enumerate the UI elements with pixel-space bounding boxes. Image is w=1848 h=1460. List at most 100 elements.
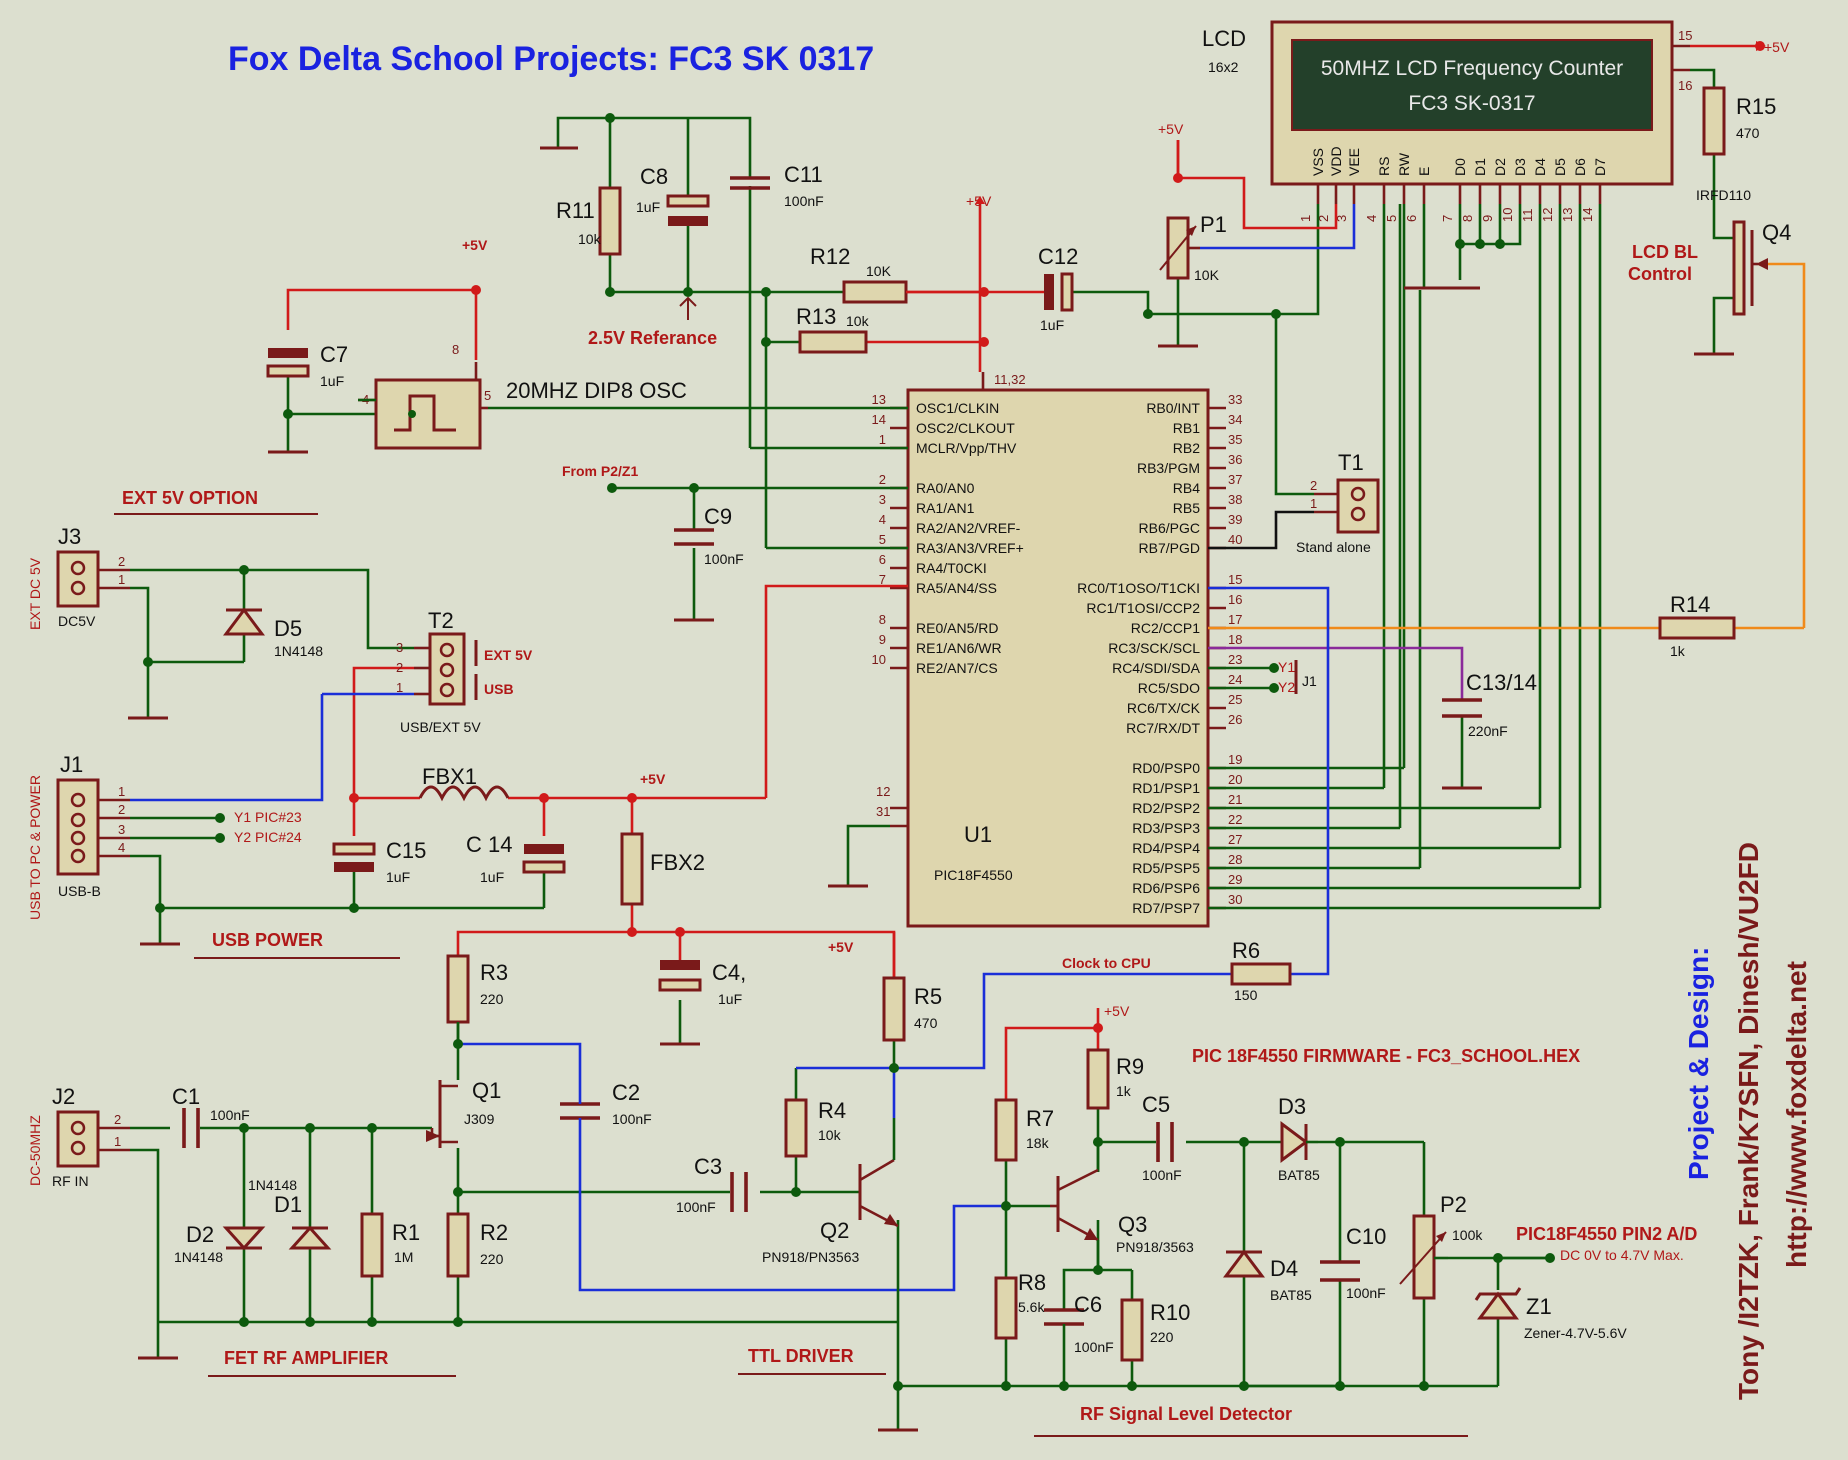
resistor-r15: R15 470 <box>1702 86 1776 156</box>
mcu-pin-name: RD7/PSP7 <box>1132 900 1200 916</box>
mcu-pin-num: 24 <box>1228 672 1242 687</box>
mcu-pin-31: 31 <box>876 804 890 819</box>
svg-text:R10: R10 <box>1150 1300 1190 1325</box>
svg-text:C3: C3 <box>694 1154 722 1179</box>
svg-text:EXT 5V: EXT 5V <box>484 647 533 663</box>
svg-text:R4: R4 <box>818 1098 846 1123</box>
lcd-pin-16: 16 <box>1678 78 1692 93</box>
svg-text:R9: R9 <box>1116 1054 1144 1079</box>
svg-text:R15: R15 <box>1736 94 1776 119</box>
svg-text:100nF: 100nF <box>1142 1167 1182 1183</box>
svg-text:100nF: 100nF <box>210 1107 250 1123</box>
lcd-pin-name: D2 <box>1492 158 1508 176</box>
svg-text:10k: 10k <box>846 313 870 329</box>
svg-text:1k: 1k <box>1670 643 1686 659</box>
diode-d2: D2 1N4148 <box>174 1222 266 1265</box>
mcu-pin-num: 22 <box>1228 812 1242 827</box>
svg-text:Y2 PIC#24: Y2 PIC#24 <box>234 829 302 845</box>
ext5v-option-label: EXT 5V OPTION <box>122 488 258 508</box>
mcu-pin-name: RC4/SDI/SDA <box>1112 660 1201 676</box>
mcu-pin-name: RB2 <box>1173 440 1200 456</box>
resistor-r3: R3 220 <box>446 954 508 1024</box>
mcu-pin-num: 37 <box>1228 472 1242 487</box>
svg-text:C2: C2 <box>612 1080 640 1105</box>
mcu-pin-name: RE1/AN6/WR <box>916 640 1002 656</box>
mcu-pin-num: 39 <box>1228 512 1242 527</box>
mcu-pin-name: RA3/AN3/VREF+ <box>916 540 1024 556</box>
lcd-label: LCD <box>1202 26 1246 51</box>
resistor-r4: R4 10k <box>784 1098 846 1158</box>
svg-text:470: 470 <box>914 1015 938 1031</box>
mcu-pin-num: 33 <box>1228 392 1242 407</box>
svg-text:1M: 1M <box>394 1249 413 1265</box>
mcu-pin-name: RB0/INT <box>1146 400 1200 416</box>
oscillator-20mhz: 4 5 8 20MHZ DIP8 OSC <box>358 342 687 450</box>
resistor-r10: R10 220 <box>1120 1298 1190 1362</box>
resistor-r14: R14 1k <box>1658 592 1736 659</box>
lcd-pin-num: 6 <box>1404 215 1419 222</box>
svg-text:P2: P2 <box>1440 1192 1467 1217</box>
mcu-pin-name: RA5/AN4/SS <box>916 580 997 596</box>
clock-cpu-label: Clock to CPU <box>1062 955 1151 971</box>
page-title: Fox Delta School Projects: FC3 SK 0317 <box>228 40 874 78</box>
mcu-pin-name: RB3/PGM <box>1137 460 1200 476</box>
svg-text:DC-50MHZ: DC-50MHZ <box>27 1115 43 1186</box>
mcu-pin-num: 40 <box>1228 532 1242 547</box>
mcu-pin-num: 1 <box>879 432 886 447</box>
capacitor-c1: C1 100nF <box>172 1084 250 1148</box>
lcd-pin-name: D4 <box>1532 158 1548 176</box>
lcd-pin-num: 13 <box>1560 208 1575 222</box>
diode-d4: D4 BAT85 <box>1223 1249 1312 1303</box>
svg-text:1N4148: 1N4148 <box>248 1177 297 1193</box>
lcd-pin-name: RW <box>1396 152 1412 176</box>
mcu-pin-num: 14 <box>872 412 886 427</box>
svg-text:C8: C8 <box>640 164 668 189</box>
svg-text:1: 1 <box>118 784 125 799</box>
svg-text:R6: R6 <box>1232 938 1260 963</box>
svg-text:IRFD110: IRFD110 <box>1696 187 1751 203</box>
svg-text:FBX1: FBX1 <box>422 764 477 789</box>
svg-text:Y2: Y2 <box>1278 679 1295 695</box>
lcd-pin-name: RS <box>1376 157 1392 176</box>
svg-text:T2: T2 <box>428 608 454 633</box>
svg-text:T1: T1 <box>1338 450 1364 475</box>
svg-text:R5: R5 <box>914 984 942 1009</box>
ground-symbols <box>128 146 1734 1432</box>
svg-text:C 14: C 14 <box>466 832 512 857</box>
svg-text:USB TO PC & POWER: USB TO PC & POWER <box>27 775 43 920</box>
svg-text:R12: R12 <box>810 244 850 269</box>
lcd-pin-num: 3 <box>1334 215 1349 222</box>
svg-text:C6: C6 <box>1074 1292 1102 1317</box>
svg-text:2: 2 <box>396 660 403 675</box>
svg-text:3: 3 <box>118 822 125 837</box>
mcu-pin-name: RB4 <box>1173 480 1200 496</box>
lcd-pin-15: 15 <box>1678 28 1692 43</box>
mcu-pin-num: 36 <box>1228 452 1242 467</box>
svg-text:USB-B: USB-B <box>58 883 101 899</box>
svg-text:Q3: Q3 <box>1118 1212 1147 1237</box>
capacitor-c9: C9 100nF <box>674 504 744 567</box>
firmware-label: PIC 18F4550 FIRMWARE - FC3_SCHOOL.HEX <box>1192 1046 1580 1066</box>
mcu-pin-num: 25 <box>1228 692 1242 707</box>
lcd-pin-num: 2 <box>1316 215 1331 222</box>
svg-text:C4,: C4, <box>712 960 746 985</box>
mcu-pin-name: OSC2/CLKOUT <box>916 420 1015 436</box>
svg-text:R7: R7 <box>1026 1106 1054 1131</box>
connector-j3: 2 1 J3 DC5V EXT DC 5V <box>27 524 130 630</box>
mcu-pin-name: RD0/PSP0 <box>1132 760 1200 776</box>
mcu-pin-name: RB1 <box>1173 420 1200 436</box>
svg-text:10k: 10k <box>578 231 602 247</box>
mcu-pin-name: RD3/PSP3 <box>1132 820 1200 836</box>
svg-text:J1: J1 <box>60 752 83 777</box>
mcu-pin-num: 34 <box>1228 412 1242 427</box>
svg-text:C10: C10 <box>1346 1224 1386 1249</box>
mcu-pin-num: 5 <box>879 532 886 547</box>
rf-detector-label: RF Signal Level Detector <box>1080 1404 1292 1424</box>
jumper-j1-y: Y1 Y2 J1 <box>1278 659 1317 695</box>
mcu-pin-name: RD5/PSP5 <box>1132 860 1200 876</box>
osc-label: 20MHZ DIP8 OSC <box>506 378 687 403</box>
svg-text:1uF: 1uF <box>320 373 344 389</box>
mcu-pin-name: RC3/SCK/SCL <box>1108 640 1200 656</box>
dc-range-label: DC 0V to 4.7V Max. <box>1560 1247 1684 1263</box>
mcu-pin-num: 28 <box>1228 852 1242 867</box>
